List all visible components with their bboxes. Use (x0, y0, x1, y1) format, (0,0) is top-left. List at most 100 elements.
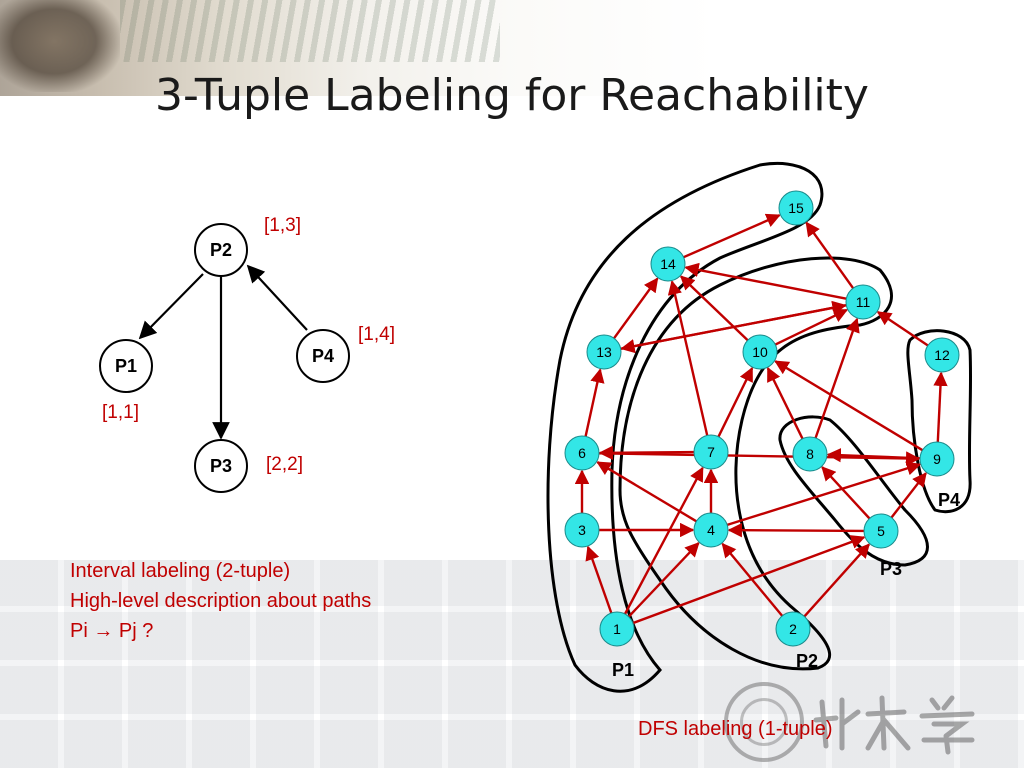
node-4-label: 4 (707, 522, 715, 538)
node-15-label: 15 (788, 200, 804, 216)
edge-13-14 (613, 277, 659, 340)
node-12: 12 (924, 337, 960, 373)
edge-5-4 (727, 522, 865, 538)
edge-7-10 (717, 366, 754, 438)
edge-6-9 (598, 451, 921, 466)
header-banner-image (0, 0, 1024, 96)
edge-10-11 (774, 308, 849, 346)
node-6: 6 (564, 435, 600, 471)
node-6-label: 6 (578, 445, 586, 461)
left-node-p1: P1 (99, 339, 153, 393)
edge-14-15 (683, 213, 781, 259)
edge-1-3 (585, 545, 613, 614)
slide-title: 3-Tuple Labeling for Reachability (155, 70, 869, 121)
path-label-p2: P2 (796, 651, 818, 671)
edge-p4-p2 (246, 264, 308, 331)
path-label-p4: P4 (938, 490, 960, 510)
left-node-p2-label: P2 (210, 240, 232, 260)
node-10: 10 (742, 334, 778, 370)
node-9-circle (919, 441, 955, 477)
edge-2-5 (803, 543, 870, 618)
node-8-circle (792, 436, 828, 472)
node-4-circle (693, 512, 729, 548)
edge-9-10 (774, 360, 924, 452)
node-3-circle (564, 512, 600, 548)
edge-9-12 (933, 371, 948, 443)
left-node-p2: P2 (194, 223, 248, 277)
edge-4-9 (726, 461, 922, 527)
node-2-label: 2 (789, 621, 797, 637)
node-5-label: 5 (877, 523, 885, 539)
node-3: 3 (564, 512, 600, 548)
interval-label-p4: [1,4] (358, 324, 395, 345)
node-7-label: 7 (707, 444, 715, 460)
left-node-p3: P3 (194, 439, 248, 493)
node-7-circle (693, 434, 729, 470)
university-logo-inner (740, 698, 788, 746)
node-1: 1 (599, 611, 635, 647)
node-10-label: 10 (752, 344, 768, 360)
caption-line-1: Interval labeling (2-tuple) (70, 560, 291, 582)
path-labels: P1 P2 P3 P4 (612, 490, 960, 680)
edge-13-11 (620, 300, 847, 350)
caption-line-3: Pi → Pj ? (70, 620, 154, 642)
interval-label-p3: [2,2] (266, 454, 303, 475)
caption-line-2: High-level description about paths (70, 590, 372, 612)
edge-8-10 (766, 366, 804, 440)
interval-label-p2: [1,3] (264, 215, 301, 236)
path-outline-p4 (906, 329, 973, 514)
node-2-circle (775, 611, 811, 647)
path-label-p3: P3 (880, 559, 902, 579)
edge-9-8 (826, 448, 921, 463)
node-5: 5 (863, 513, 899, 549)
path-outline-p2 (618, 256, 893, 671)
right-graph-edges (574, 213, 948, 625)
node-13: 13 (586, 334, 622, 370)
university-calligraphy-logo (813, 695, 975, 755)
node-13-circle (586, 334, 622, 370)
node-6-circle (564, 435, 600, 471)
node-1-label: 1 (613, 621, 621, 637)
node-3-label: 3 (578, 522, 586, 538)
edge-1-5 (632, 535, 866, 625)
edge-5-8 (821, 466, 871, 520)
path-outline-p3 (778, 415, 929, 567)
node-1-circle (599, 611, 635, 647)
edge-1-4 (627, 542, 700, 618)
node-11: 11 (845, 284, 881, 320)
node-14-label: 14 (660, 256, 676, 272)
node-4: 4 (693, 512, 729, 548)
caption-text: Interval labeling (2-tuple) High-level d… (70, 556, 371, 646)
stone-lion-image (0, 0, 120, 92)
node-9-label: 9 (933, 451, 941, 467)
node-11-circle (845, 284, 881, 320)
keyboard-background-image (0, 560, 1024, 768)
node-2: 2 (775, 611, 811, 647)
edge-p2-p1 (138, 273, 204, 340)
interval-label-p1: [1,1] (102, 402, 139, 423)
node-5-circle (863, 513, 899, 549)
edge-6-13 (584, 368, 605, 437)
node-8-label: 8 (806, 446, 814, 462)
dfs-labeling-note: DFS labeling (1-tuple) (638, 718, 833, 740)
edge-4-6 (596, 461, 698, 523)
node-10-circle (742, 334, 778, 370)
left-graph-nodes: P2 P1 P4 P3 (99, 223, 350, 493)
left-node-p4: P4 (296, 329, 350, 383)
edge-11-14 (684, 262, 847, 300)
edge-12-11 (876, 311, 929, 347)
node-13-label: 13 (596, 344, 612, 360)
left-graph-edges (138, 264, 308, 440)
left-node-p4-label: P4 (312, 346, 334, 366)
node-14-circle (650, 246, 686, 282)
header-roof-decoration (120, 0, 500, 62)
left-node-p3-label: P3 (210, 456, 232, 476)
edge-5-9 (890, 472, 927, 519)
node-7: 7 (693, 434, 729, 470)
node-14: 14 (650, 246, 686, 282)
edge-7-14 (667, 280, 709, 436)
university-logo (724, 682, 804, 762)
node-9: 9 (919, 441, 955, 477)
